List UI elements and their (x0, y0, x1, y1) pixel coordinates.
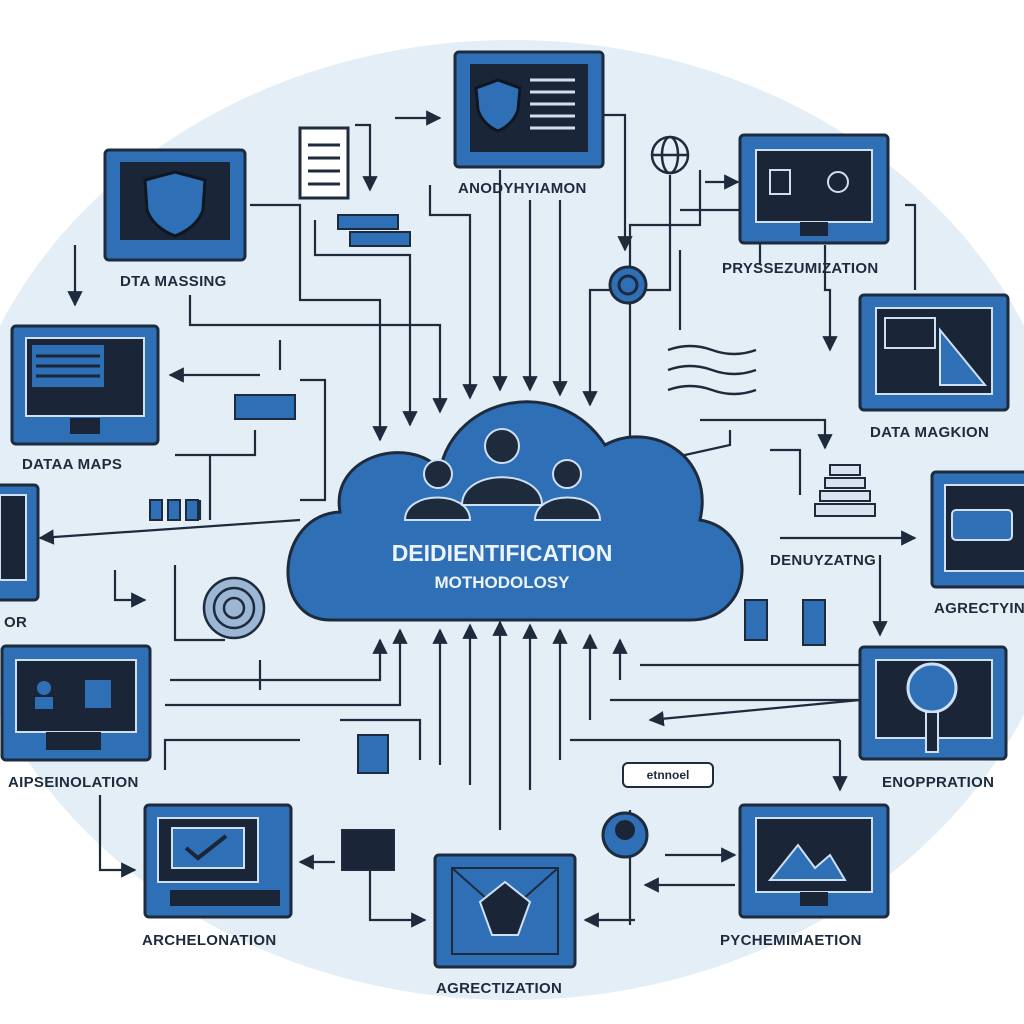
checkmark-icon (184, 834, 228, 861)
label-aipseinolation: AIPSEINOLATION (8, 774, 139, 791)
pseudonymization-monitor (738, 133, 890, 245)
lock-shield-icon (474, 78, 522, 133)
center-title: DEIDIENTIFICATION (391, 540, 613, 566)
code-blocks-icon (337, 214, 411, 247)
wave-lines-icon (667, 344, 757, 396)
data-masking-top-monitor (103, 148, 247, 262)
label-data-masking-right: DATA MAGKION (870, 424, 990, 441)
label-data-maps: DATAA MAPS (22, 456, 123, 473)
shield-icon (478, 880, 532, 936)
speech-bubble: etnnoel (622, 762, 714, 788)
encryption-monitor (858, 645, 1008, 761)
central-cloud (286, 400, 744, 622)
people-icon (403, 428, 602, 521)
target-icon (608, 265, 648, 305)
label-pychemimaetion: PYCHEMIMAETION (720, 932, 862, 949)
id-card-icon (234, 394, 296, 420)
mountain-chart-icon (767, 843, 847, 881)
fingerprint-icon (202, 576, 266, 640)
pychemimaetion-monitor (738, 803, 890, 919)
bar-icons (149, 499, 199, 521)
shield-icon (143, 170, 207, 238)
agrectying-monitor (930, 470, 1024, 589)
gear-icons (744, 599, 826, 646)
document-icon (298, 126, 350, 200)
label-left-edge: OR (4, 614, 28, 631)
magnifier-icon (906, 662, 958, 714)
avatar-icon (601, 811, 649, 859)
stack-icon (814, 464, 876, 517)
data-masking-right-monitor (858, 293, 1010, 412)
label-encryption: ENOPPRATION (882, 774, 995, 791)
label-anonymization: ANODYHYIAMON (458, 180, 587, 197)
center-subtitle: MOTHODOLOSY (434, 573, 570, 592)
label-denuyzating: DENUYZATNG (770, 552, 877, 569)
data-maps-monitor (10, 324, 160, 446)
chip-icon (341, 829, 395, 871)
aipseinolation-monitor (0, 644, 152, 762)
label-data-masking-top: DTA MASSING (120, 273, 227, 290)
label-pseudonymization: PRYSSEZUMIZATION (722, 260, 879, 277)
archelonation-monitor (143, 803, 293, 919)
globe-icon (650, 135, 690, 175)
anonymization-monitor (453, 50, 605, 169)
left-edge-device (0, 483, 40, 602)
circuit-icon (357, 734, 389, 774)
label-agrectization: AGRECTIZATION (436, 980, 563, 997)
label-agrectying: AGRECTYIN (934, 600, 1024, 617)
label-archelonation: ARCHELONATION (142, 932, 277, 949)
agrectization-device (433, 853, 577, 969)
